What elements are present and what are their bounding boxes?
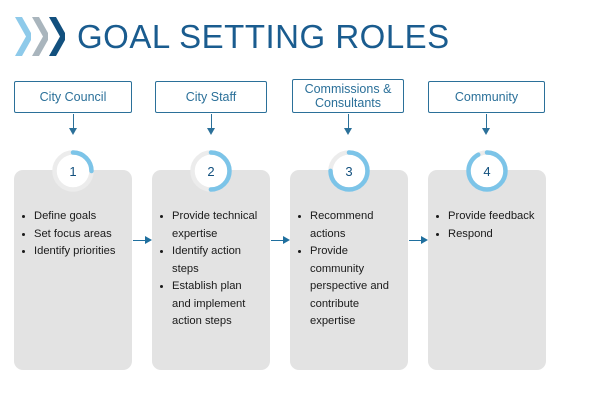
step-badge-1: 1	[50, 148, 96, 194]
title-row: GOAL SETTING ROLES	[14, 14, 450, 59]
role-header-label: Community	[454, 90, 519, 104]
list-item: Establish plan and implement action step…	[158, 278, 262, 331]
arrow-head-right-icon	[421, 236, 428, 244]
role-header-box-community[interactable]: Community	[428, 81, 545, 113]
arrow-bar	[271, 239, 284, 242]
connector-arrow-down-2	[206, 114, 217, 136]
connector-stem	[486, 114, 488, 130]
list-item: Set focus areas	[20, 226, 124, 244]
role-header-label: Commissions & Consultants	[304, 82, 392, 110]
arrow-head-right-icon	[145, 236, 152, 244]
connector-stem	[73, 114, 75, 130]
bullet-list-3: Recommend actions Provide community pers…	[296, 208, 400, 331]
step-badge-4: 4	[464, 148, 510, 194]
list-item: Recommend actions	[296, 208, 400, 243]
flow-arrow-3-to-4	[409, 236, 428, 245]
progress-ring-1	[52, 150, 94, 192]
arrow-bar	[409, 239, 422, 242]
flow-arrow-2-to-3	[271, 236, 290, 245]
connector-arrow-down-1	[68, 114, 79, 136]
list-item: Identify priorities	[20, 243, 124, 261]
step-number: 3	[345, 163, 353, 179]
role-header-label: City Staff	[185, 90, 237, 104]
step-panel-3: Recommend actions Provide community pers…	[290, 170, 408, 370]
list-item: Respond	[434, 226, 538, 244]
flow-arrow-1-to-2	[133, 236, 152, 245]
page-title: GOAL SETTING ROLES	[77, 18, 450, 55]
step-badge-2: 2	[188, 148, 234, 194]
role-header-box-city-council[interactable]: City Council	[14, 81, 132, 113]
progress-ring-2	[190, 150, 232, 192]
connector-stem	[211, 114, 213, 130]
arrow-head-down-icon	[344, 128, 352, 135]
arrow-head-right-icon	[283, 236, 290, 244]
bullet-list-4: Provide feedback Respond	[434, 208, 538, 243]
progress-ring-3	[328, 150, 370, 192]
step-number: 4	[483, 163, 491, 179]
step-panel-2: Provide technical expertise Identify act…	[152, 170, 270, 370]
connector-stem	[348, 114, 350, 130]
chevron-right-icon-3	[49, 17, 65, 56]
step-panel-1: Define goals Set focus areas Identify pr…	[14, 170, 132, 370]
arrow-head-down-icon	[482, 128, 490, 135]
list-item: Provide feedback	[434, 208, 538, 226]
role-header-label: City Council	[39, 90, 107, 104]
arrow-head-down-icon	[207, 128, 215, 135]
arrow-head-down-icon	[69, 128, 77, 135]
step-number: 2	[207, 163, 215, 179]
list-item: Provide community perspective and contri…	[296, 243, 400, 331]
role-header-box-commissions-consultants[interactable]: Commissions & Consultants	[292, 79, 404, 113]
step-number: 1	[69, 163, 77, 179]
list-item: Identify action steps	[158, 243, 262, 278]
arrow-bar	[133, 239, 146, 242]
role-header-box-city-staff[interactable]: City Staff	[155, 81, 267, 113]
progress-ring-4	[466, 150, 508, 192]
step-panel-4: Provide feedback Respond	[428, 170, 546, 370]
chevron-right-icon-1	[15, 17, 31, 56]
chevron-right-icon-2	[32, 17, 48, 56]
list-item: Provide technical expertise	[158, 208, 262, 243]
list-item: Define goals	[20, 208, 124, 226]
connector-arrow-down-4	[481, 114, 492, 136]
bullet-list-1: Define goals Set focus areas Identify pr…	[20, 208, 124, 261]
step-badge-3: 3	[326, 148, 372, 194]
connector-arrow-down-3	[343, 114, 354, 136]
chevron-group-icon	[14, 14, 65, 59]
bullet-list-2: Provide technical expertise Identify act…	[158, 208, 262, 331]
